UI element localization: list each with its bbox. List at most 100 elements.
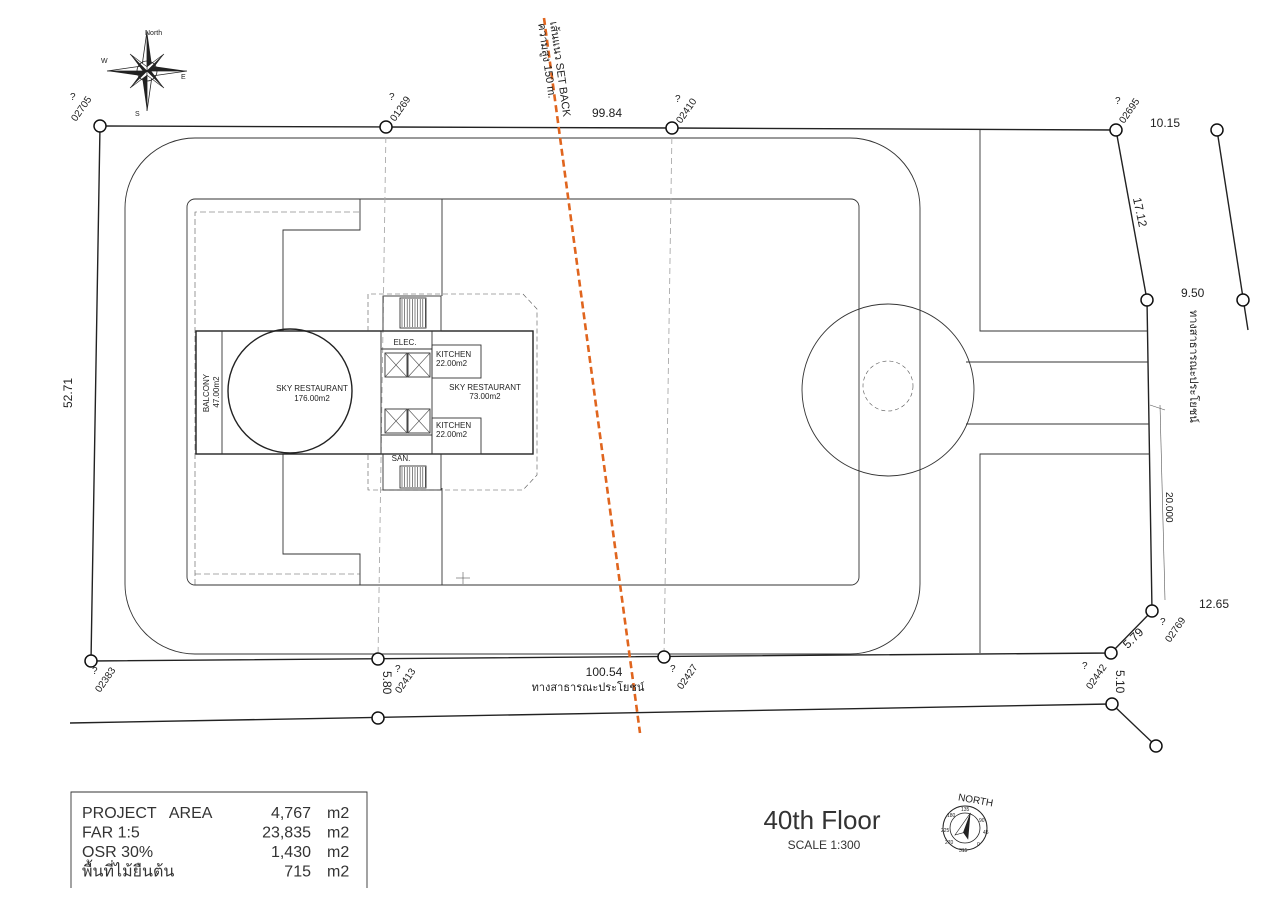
legend-row: PROJECT AREA 4,767 m2	[82, 805, 349, 822]
pin-02769	[1145, 604, 1159, 618]
pin-road-corner	[1149, 739, 1163, 753]
north-arrow: NORTH 135 180 90 225 45 270 315 0	[941, 792, 994, 854]
core	[380, 330, 433, 455]
legend-unit: m2	[327, 844, 349, 861]
kitchen-bottom	[431, 417, 482, 455]
compass-rose: North E W S	[101, 30, 188, 118]
survey-pins	[84, 119, 1250, 753]
survey-marker: ?	[389, 92, 395, 103]
tick-135: 135	[961, 807, 970, 813]
compass-east: E	[181, 74, 186, 81]
kitchen-bottom-label: KITCHEN	[436, 421, 471, 430]
survey-labels: ? 02705 ? 01269 ? 02410 ? 02695 ? 02383 …	[69, 92, 1188, 696]
tick-90: 90	[979, 818, 985, 824]
elec-label: ELEC.	[393, 338, 416, 347]
survey-02769: 02769	[1163, 615, 1188, 644]
kitchen-bottom-area: 22.00m2	[436, 430, 468, 439]
legend-value: 715	[284, 864, 311, 881]
building-outline	[194, 199, 538, 585]
road-label-bottom: ทางสาธารณะประโยชน์	[532, 680, 645, 694]
tick-225: 225	[941, 828, 950, 834]
compass-north: North	[145, 30, 162, 37]
pin-01269	[379, 120, 393, 134]
dim-bottom-right: 5.10	[1113, 670, 1127, 694]
pin-road-bottom-left	[371, 711, 385, 725]
tick-45: 45	[983, 830, 989, 836]
balcony-label: BALCONY	[202, 373, 211, 412]
drawing-title-block: 40th Floor SCALE 1:300	[763, 805, 880, 852]
legend-label: PROJECT AREA	[82, 805, 213, 822]
sky-restaurant-round	[227, 328, 353, 454]
stair-top	[382, 295, 442, 332]
road-labels: ทางสาธารณะประโยชน์ ทางสาธารณะประโยชน์	[532, 310, 1201, 694]
pin-road-bottom-right	[1105, 697, 1119, 711]
road-label-right: ทางสาธารณะประโยชน์	[1187, 310, 1201, 423]
compass-west: W	[101, 58, 108, 65]
guide-lines	[377, 126, 673, 661]
stair-bottom	[382, 453, 442, 491]
dim-right-mid: 9.50	[1181, 286, 1205, 300]
legend-label: พื้นที่ไม้ยืนต้น	[82, 860, 174, 881]
legend-value: 4,767	[271, 805, 311, 822]
dim-road-depth: 20.000	[1163, 492, 1174, 523]
driveway-loop	[124, 137, 921, 655]
floor-title: 40th Floor	[763, 805, 880, 835]
pin-road-right-mid	[1236, 293, 1250, 307]
legend-value: 23,835	[262, 825, 311, 842]
survey-marker: ?	[92, 666, 98, 677]
survey-marker: ?	[1160, 617, 1166, 628]
dim-corner-top: 10.15	[1150, 116, 1180, 130]
pin-02442	[1104, 646, 1118, 660]
dimension-labels: 99.84 100.54 52.71 10.15 17.12 9.50 12.6…	[61, 106, 1229, 695]
san-label: SAN.	[392, 454, 411, 463]
svg-text:เส้นแนว SET BACK ความสูง: เส้นแนว SET BACK ความสูง 150 m.	[535, 21, 573, 122]
dim-road-width: 5.80	[380, 671, 394, 695]
compass-star-icon	[106, 30, 188, 112]
pin-02705	[93, 119, 107, 133]
survey-02442: 02442	[1084, 662, 1109, 691]
roundabout	[801, 303, 975, 477]
north-arrow-icon	[954, 812, 971, 840]
elevator-group-bottom	[384, 408, 431, 434]
survey-marker: ?	[395, 664, 401, 675]
dim-corner-bottom: 12.65	[1199, 597, 1229, 611]
kitchen-top-label: KITCHEN	[436, 350, 471, 359]
dim-left: 52.71	[61, 378, 75, 408]
pin-02695	[1109, 123, 1123, 137]
pin-road-right-top	[1210, 123, 1224, 137]
legend-label: OSR 30%	[82, 844, 153, 861]
legend-label: FAR 1:5	[82, 825, 140, 842]
sky-restaurant-round-area: 176.00m2	[294, 394, 330, 403]
sky-restaurant-round-label: SKY RESTAURANT	[276, 384, 348, 393]
legend-unit: m2	[327, 864, 349, 881]
tick-315: 315	[959, 848, 968, 854]
sky-restaurant-rect-label: SKY RESTAURANT	[449, 383, 521, 392]
tick-0: 0	[977, 842, 980, 848]
pin-02413	[371, 652, 385, 666]
drawing-scale: SCALE 1:300	[788, 838, 861, 852]
survey-marker: ?	[70, 92, 76, 103]
balcony-area: 47.00m2	[212, 376, 221, 408]
room-labels: BALCONY 47.00m2 SKY RESTAURANT 176.00m2 …	[202, 338, 521, 463]
setback-line: เส้นแนว SET BACK ความสูง 150 m.	[535, 17, 642, 734]
dim-top: 99.84	[592, 106, 622, 120]
legend-unit: m2	[327, 825, 349, 842]
survey-02427: 02427	[675, 662, 700, 691]
kitchen-top-area: 22.00m2	[436, 359, 468, 368]
compass-south: S	[135, 111, 140, 118]
survey-marker: ?	[1082, 661, 1088, 672]
pin-02410	[665, 121, 679, 135]
tick-270: 270	[945, 840, 954, 846]
legend-unit: m2	[327, 805, 349, 822]
dim-bottom: 100.54	[586, 665, 623, 679]
svg-text:BALCONY 47.00m2: BALCONY 47.00m2	[202, 372, 221, 412]
survey-marker: ?	[1115, 96, 1121, 107]
roundabout-center	[862, 360, 914, 412]
survey-02695: 02695	[1117, 96, 1142, 125]
sky-restaurant-rect-area: 73.00m2	[469, 392, 501, 401]
pin-02383	[84, 654, 98, 668]
kitchen-top	[431, 344, 482, 379]
legend-row: พื้นที่ไม้ยืนต้น 715 m2	[82, 860, 349, 881]
